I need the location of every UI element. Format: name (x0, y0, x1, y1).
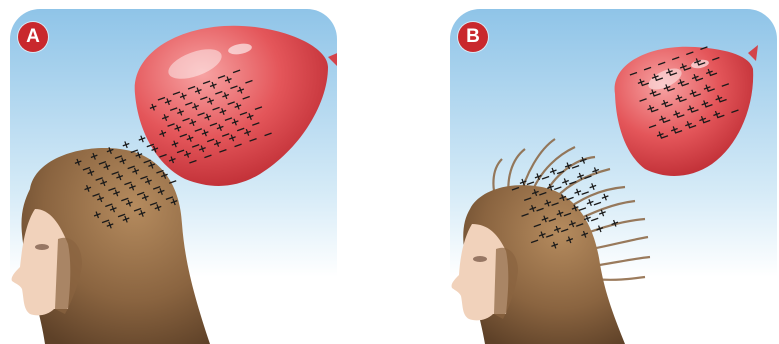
panel-a-illustration: −−−−−−−−−−−−−−−−−−−−−−−−−−−−−−−−−−−−++++… (10, 9, 337, 344)
label-a-badge: A (18, 22, 48, 52)
panel-b-illustration: −−−−−−−−−−−−−−−−−−−−−−−−−−−−−−−−−−−−++++… (450, 9, 777, 344)
label-b-badge: B (458, 22, 488, 52)
panel-b: −−−−−−−−−−−−−−−−−−−−−−−−−−−−−−−−−−−−++++… (450, 9, 777, 344)
panel-a: −−−−−−−−−−−−−−−−−−−−−−−−−−−−−−−−−−−−++++… (10, 9, 337, 344)
